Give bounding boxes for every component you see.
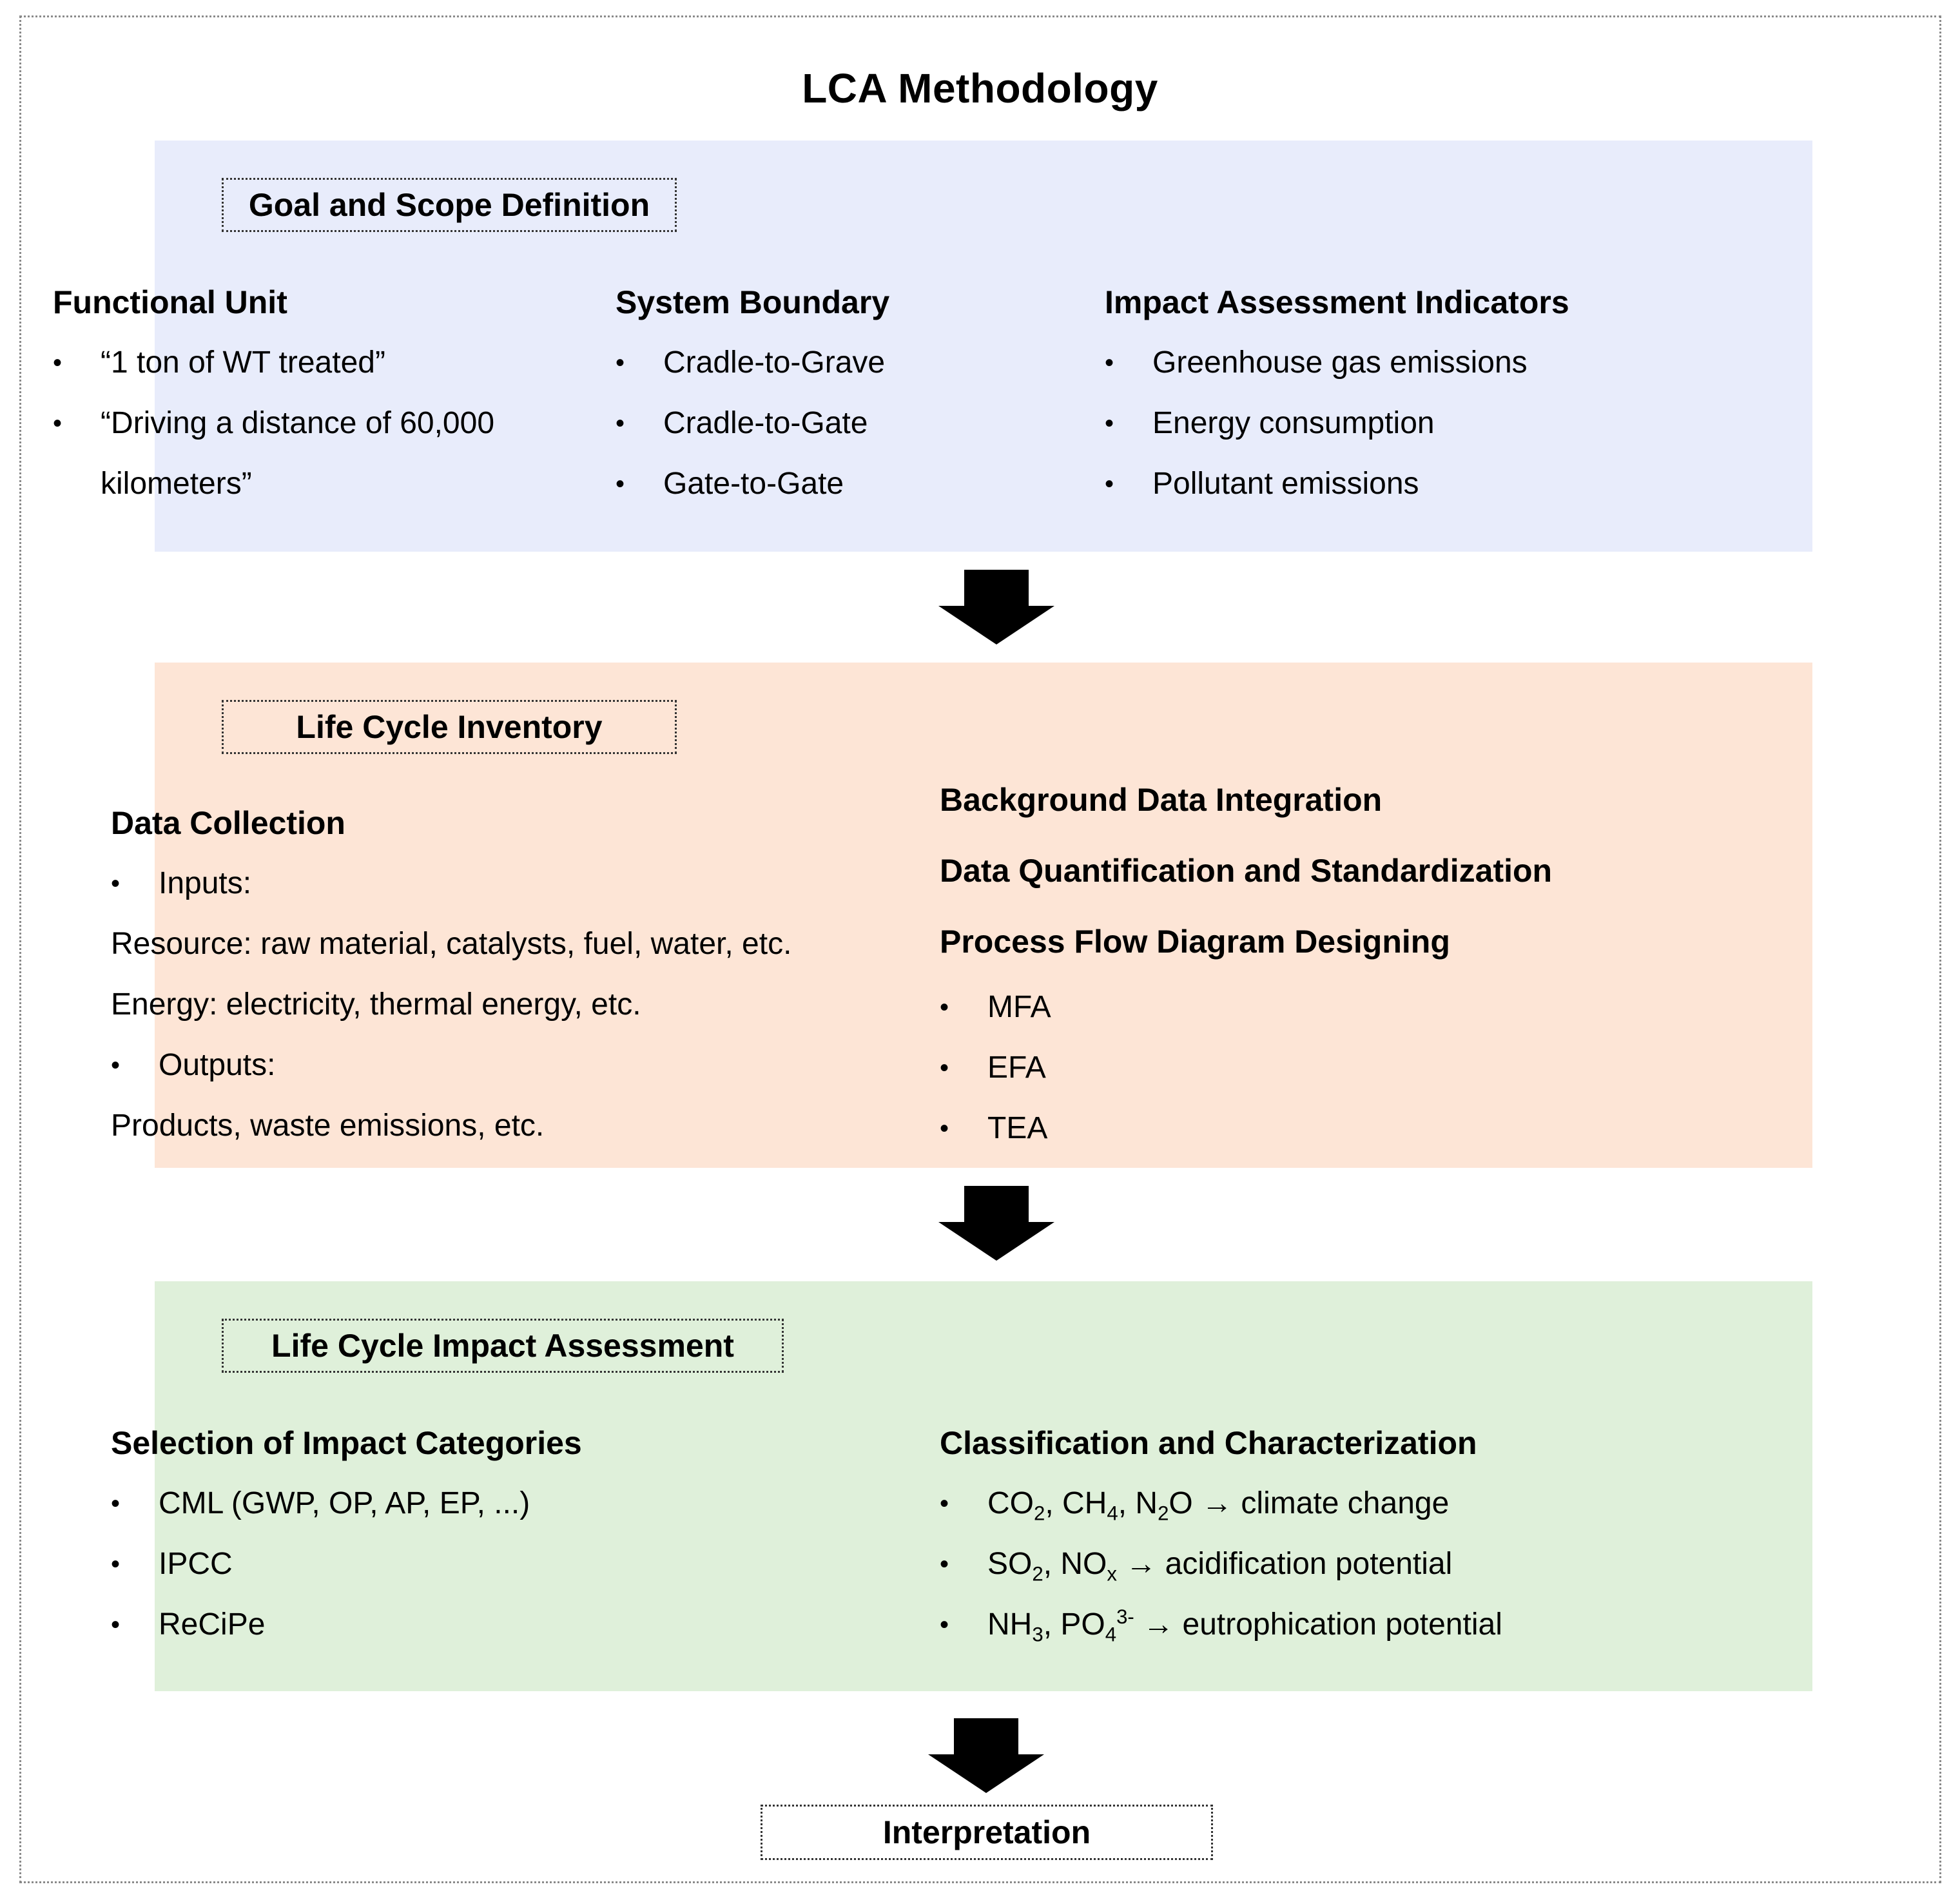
energy-line: Energy: electricity, thermal energy, etc…: [111, 987, 641, 1022]
down-arrow-icon: [938, 1186, 1054, 1261]
classification-heading: Classification and Characterization: [940, 1425, 1477, 1461]
impact-indicator-item: Energy consumption: [1105, 393, 1569, 454]
data-collection-heading: Data Collection: [111, 805, 345, 841]
quantification-heading: Data Quantification and Standardization: [940, 853, 1553, 889]
functional-unit-item-continued: kilometers”: [101, 467, 252, 501]
impact-category-item: ReCiPe: [111, 1595, 582, 1655]
data-collection-column: Data Collection Inputs: Resource: raw ma…: [111, 793, 791, 1156]
down-arrow-icon: [928, 1718, 1044, 1793]
impact-categories-column: Selection of Impact Categories CML (GWP,…: [111, 1413, 582, 1655]
pfd-item: MFA: [940, 977, 1552, 1038]
impact-indicators-column: Impact Assessment Indicators Greenhouse …: [1105, 272, 1569, 514]
outputs-item: Outputs:: [111, 1035, 791, 1096]
system-boundary-item: Cradle-to-Grave: [616, 333, 889, 393]
lci-label: Life Cycle Inventory: [222, 700, 677, 754]
resource-line: Resource: raw material, catalysts, fuel,…: [111, 927, 792, 961]
acidification-text: → acidification potential: [1125, 1547, 1453, 1581]
products-line: Products, waste emissions, etc.: [111, 1109, 545, 1143]
background-data-heading: Background Data Integration: [940, 782, 1383, 818]
eutrophication-text: → eutrophication potential: [1143, 1607, 1502, 1642]
classification-column: Classification and Characterization CO2,…: [940, 1413, 1502, 1655]
goal-scope-label: Goal and Scope Definition: [222, 178, 677, 232]
climate-change-text: → climate change: [1201, 1486, 1450, 1520]
impact-category-item: IPCC: [111, 1534, 582, 1595]
acidification-item: SO2, NOx → acidification potential: [940, 1534, 1502, 1595]
system-boundary-column: System Boundary Cradle-to-Grave Cradle-t…: [616, 272, 889, 514]
system-boundary-item: Gate-to-Gate: [616, 454, 889, 514]
interpretation-box: Interpretation: [761, 1805, 1213, 1860]
impact-indicator-item: Pollutant emissions: [1105, 454, 1569, 514]
functional-unit-item: “Driving a distance of 60,000: [53, 393, 494, 454]
impact-indicators-heading: Impact Assessment Indicators: [1105, 284, 1569, 320]
eutrophication-item: NH3, PO43- → eutrophication potential: [940, 1595, 1502, 1655]
pfd-heading: Process Flow Diagram Designing: [940, 924, 1450, 960]
lcia-label: Life Cycle Impact Assessment: [222, 1319, 784, 1373]
diagram-title: LCA Methodology: [802, 65, 1158, 111]
system-boundary-item: Cradle-to-Gate: [616, 393, 889, 454]
system-boundary-heading: System Boundary: [616, 284, 890, 320]
impact-category-item: CML (GWP, OP, AP, EP, ...): [111, 1473, 582, 1534]
lci-right-column: Background Data Integration Data Quantif…: [940, 764, 1552, 1159]
functional-unit-heading: Functional Unit: [53, 284, 287, 320]
climate-change-item: CO2, CH4, N2O → climate change: [940, 1473, 1502, 1534]
functional-unit-item: “1 ton of WT treated”: [53, 333, 494, 393]
impact-indicator-item: Greenhouse gas emissions: [1105, 333, 1569, 393]
down-arrow-icon: [938, 570, 1054, 645]
impact-categories-heading: Selection of Impact Categories: [111, 1425, 582, 1461]
functional-unit-column: Functional Unit “1 ton of WT treated” “D…: [53, 272, 494, 514]
pfd-item: EFA: [940, 1038, 1552, 1098]
pfd-item: TEA: [940, 1098, 1552, 1159]
diagram-frame: [19, 15, 1941, 1883]
inputs-item: Inputs:: [111, 853, 791, 914]
